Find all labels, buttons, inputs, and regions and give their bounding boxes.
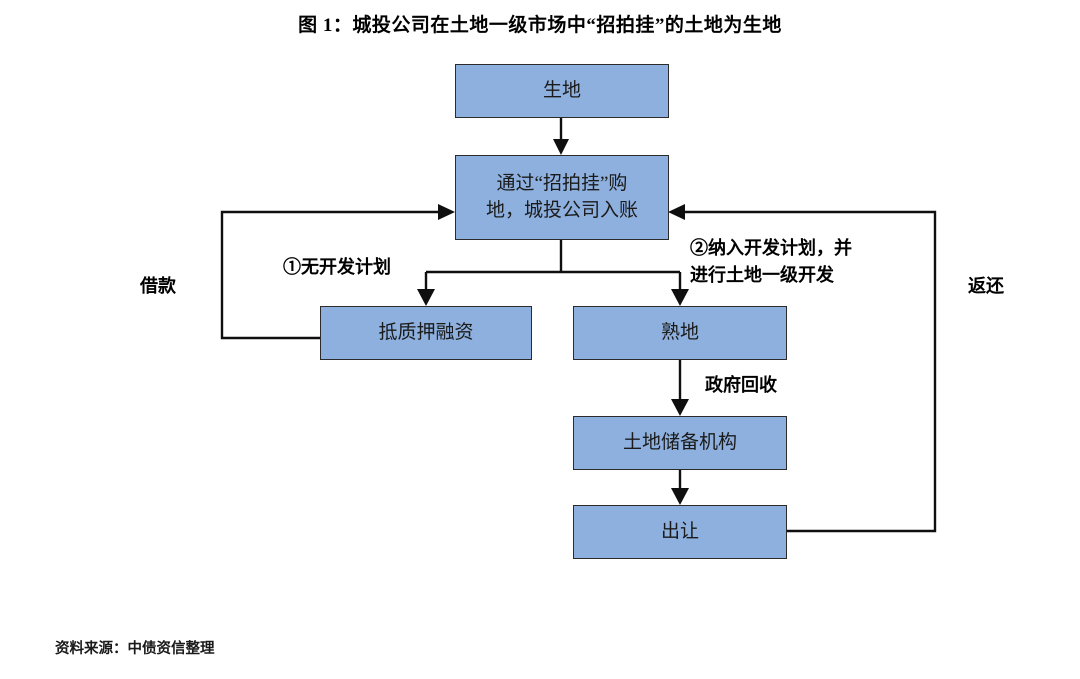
connector-developedland-to-reserve (671, 360, 689, 416)
node-raw-land[interactable]: 生地 (455, 64, 669, 118)
figure-source: 资料来源：中债资信整理 (55, 641, 215, 657)
connector-purchase-split (417, 240, 689, 306)
edge-label-repayment: 返还 (968, 276, 1004, 296)
edge-label-loan: 借款 (140, 276, 176, 296)
node-purchase[interactable]: 通过“招拍挂”购 地，城投公司入账 (455, 155, 669, 240)
node-mortgage-financing[interactable]: 抵质押融资 (320, 306, 532, 360)
connector-rawland-to-purchase (553, 118, 569, 155)
edge-label-government-recovery: 政府回收 (705, 375, 777, 395)
edge-label-branch-two: ②纳入开发计划，并 进行土地一级开发 (690, 238, 852, 285)
node-developed-land[interactable]: 熟地 (573, 306, 787, 360)
figure-title: 图 1：城投公司在土地一级市场中“招拍挂”的土地为生地 (298, 15, 782, 36)
connector-reserve-to-transfer (671, 470, 689, 505)
edge-label-branch-one: ①无开发计划 (283, 257, 391, 277)
node-transfer[interactable]: 出让 (573, 505, 787, 559)
node-land-reserve-agency[interactable]: 土地储备机构 (573, 416, 787, 470)
